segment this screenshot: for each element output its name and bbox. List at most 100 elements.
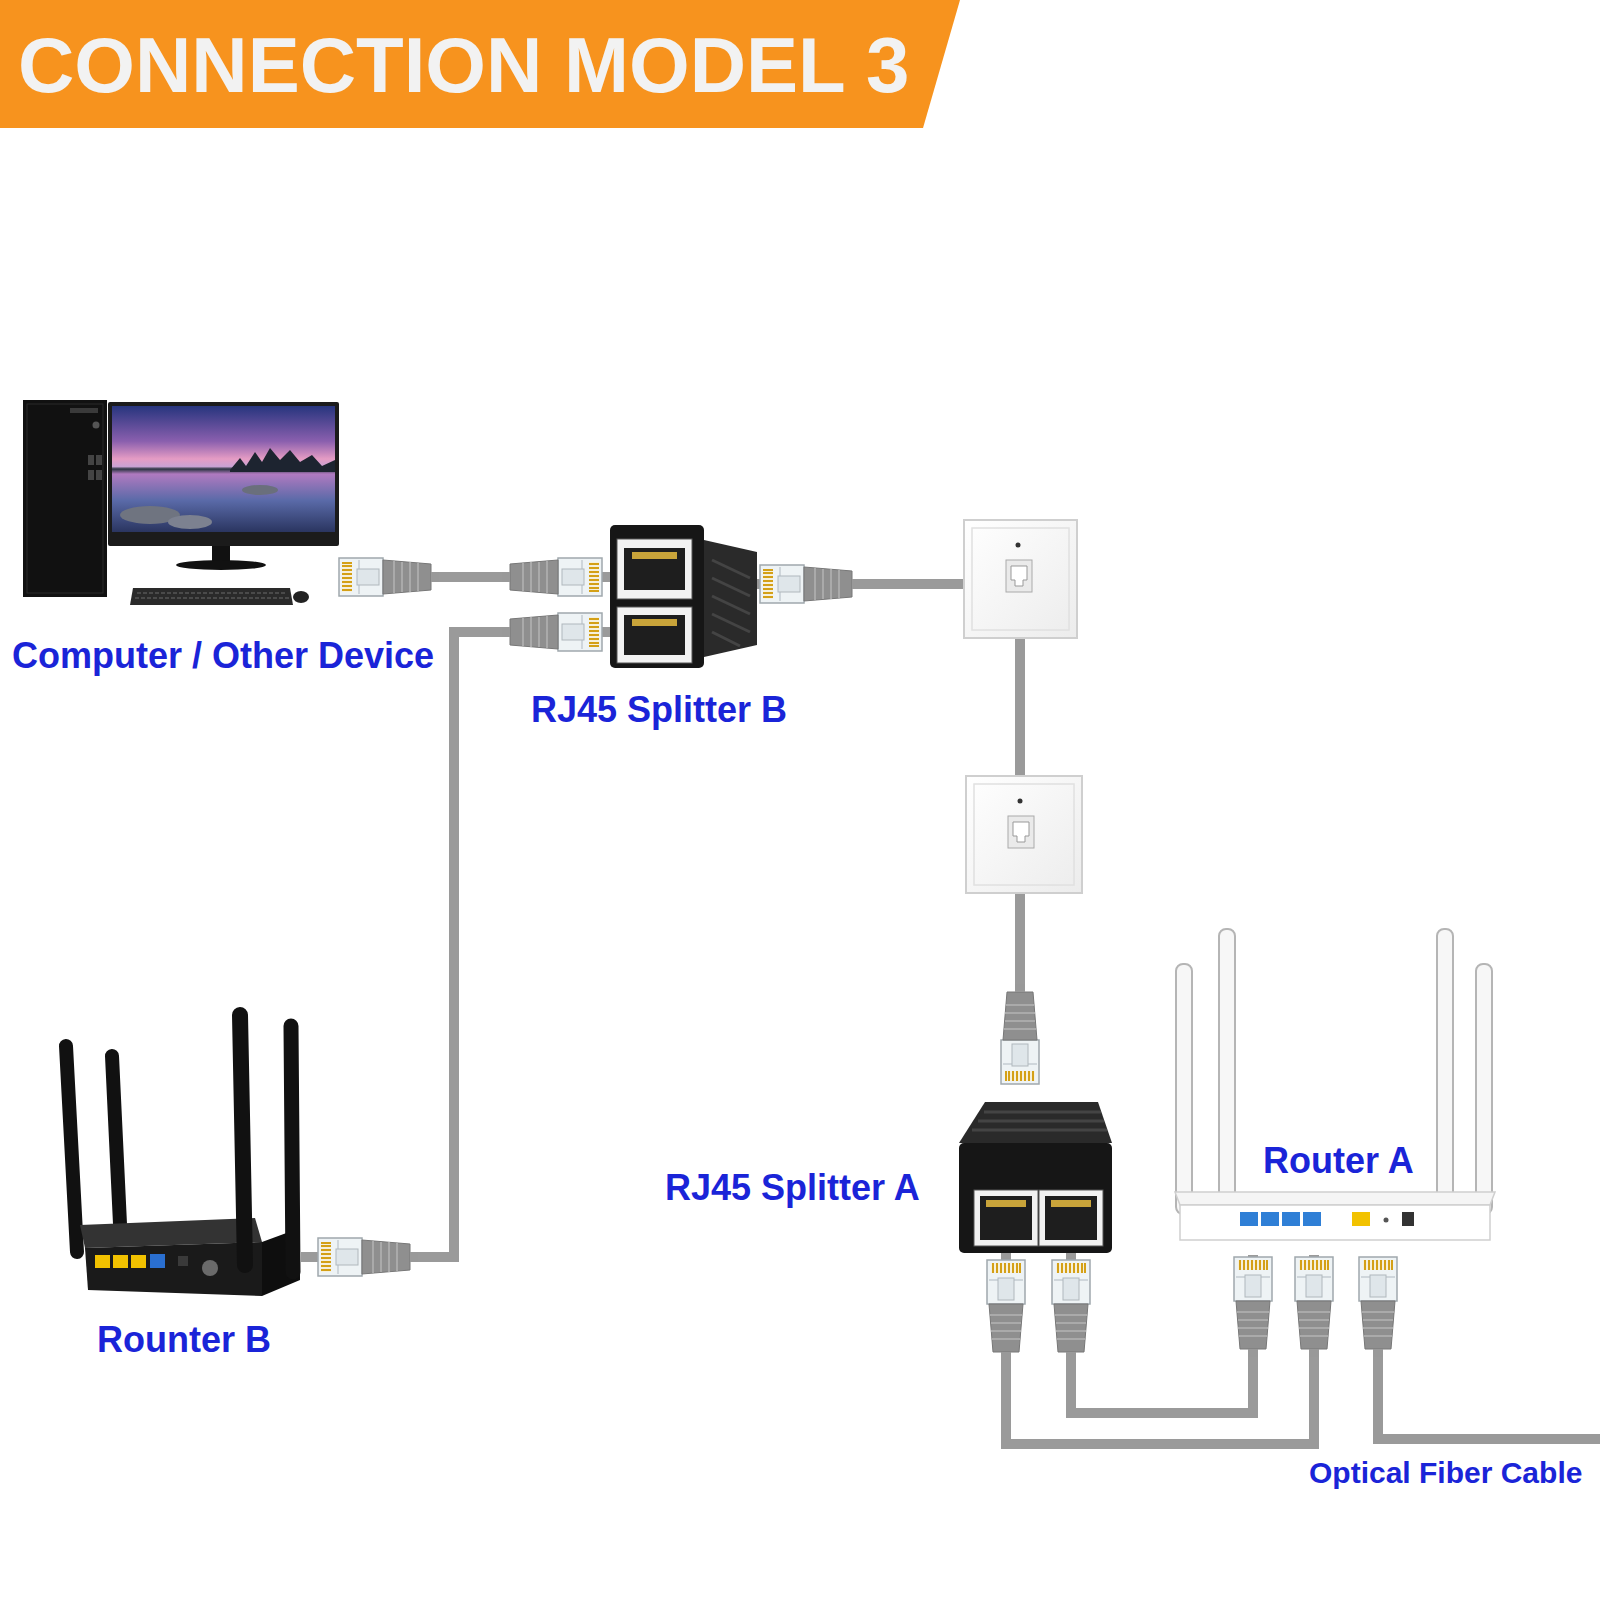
wall-plate <box>1006 560 1032 592</box>
splitter-a-illustration <box>959 1102 1112 1143</box>
splitter-b-illustration <box>712 614 750 632</box>
splitter-a-illustration <box>959 1143 1112 1253</box>
splitter-b-illustration <box>712 578 750 596</box>
router-b-illustration <box>66 1015 300 1296</box>
computer-illustration <box>96 470 102 480</box>
wall-plate <box>1018 799 1023 804</box>
splitter-a-illustration <box>974 1190 1038 1246</box>
ethernet-cable <box>1071 1253 1253 1413</box>
splitter-a-illustration <box>972 1129 1107 1132</box>
cable-label: Optical Fiber Cable <box>1309 1458 1582 1488</box>
rj45-plug <box>502 613 602 651</box>
router-a-illustration <box>1176 964 1192 1214</box>
title-banner <box>0 0 960 128</box>
wall-plate <box>1013 822 1029 842</box>
device-label: Computer / Other Device <box>12 638 434 674</box>
router-a-illustration <box>1261 1212 1279 1226</box>
wall-plate <box>964 520 1077 638</box>
splitter-b-illustration <box>610 525 704 668</box>
computer-illustration <box>108 402 339 546</box>
router-b-illustration <box>66 1046 77 1252</box>
computer-illustration <box>242 485 278 495</box>
computer-illustration <box>176 560 266 570</box>
splitter-a-illustration <box>980 1196 1032 1240</box>
computer-illustration <box>27 404 103 593</box>
computer-illustration <box>96 455 102 465</box>
router-b-illustration <box>291 1026 293 1272</box>
router-b-illustration <box>95 1255 110 1268</box>
ethernet-cable <box>1006 1253 1314 1444</box>
router-a-illustration <box>1384 1218 1389 1223</box>
rj45-plug <box>318 1238 418 1276</box>
rj45-plug <box>1359 1257 1397 1357</box>
router-b-illustration <box>131 1255 146 1268</box>
computer-illustration <box>112 406 335 532</box>
rj45-plug <box>1052 1260 1090 1360</box>
router-a-illustration <box>1219 929 1235 1204</box>
computer-illustration <box>230 448 335 472</box>
computer-illustration <box>137 592 287 594</box>
router-b-illustration <box>113 1255 128 1268</box>
fiber-cable <box>1378 1352 1600 1439</box>
router-b-illustration <box>178 1256 188 1266</box>
router-a-illustration <box>1437 929 1453 1204</box>
splitter-node: RJ45 Splitter A <box>959 1084 1112 1253</box>
router-b-illustration <box>85 1242 262 1296</box>
rj45-plug <box>1234 1257 1272 1357</box>
title-banner <box>0 0 960 128</box>
rj45-plug <box>339 558 439 596</box>
computer-illustration <box>70 408 98 413</box>
router-a-illustration <box>1175 1192 1495 1205</box>
splitter-b-illustration <box>704 540 757 657</box>
router-a-illustration <box>1282 1212 1300 1226</box>
computer-illustration <box>88 455 94 465</box>
splitter-b-illustration <box>610 525 757 668</box>
router-node: Router A <box>1173 929 1495 1255</box>
splitter-b-illustration <box>632 552 677 559</box>
computer-illustration <box>135 597 289 599</box>
router-node: Rounter B <box>61 1010 301 1306</box>
router-a-illustration <box>1352 1212 1370 1226</box>
splitter-b-illustration <box>617 607 692 663</box>
splitter-a-illustration <box>984 1111 1101 1114</box>
router-a-illustration <box>1476 964 1492 1214</box>
computer-illustration <box>293 591 309 603</box>
splitter-a-illustration <box>959 1102 1112 1253</box>
computer-illustration <box>93 422 100 429</box>
splitter-b-illustration <box>617 539 692 599</box>
splitter-b-illustration <box>624 548 685 590</box>
wall-plate <box>964 520 1077 638</box>
rj45-plugs <box>318 558 1397 1360</box>
splitter-b-illustration <box>712 596 750 614</box>
router-b-illustration <box>240 1015 245 1265</box>
router-a-illustration <box>1240 1212 1258 1226</box>
wall-plate <box>966 776 1082 893</box>
computer-illustration <box>23 400 339 605</box>
splitter-b-illustration <box>624 615 685 655</box>
wall-plate <box>1011 566 1027 586</box>
splitter-a-illustration <box>986 1200 1026 1207</box>
fiber-cable <box>1378 1352 1600 1439</box>
computer-illustration <box>212 546 230 562</box>
wall-plate <box>972 528 1069 630</box>
device-label: Rounter B <box>97 1322 271 1358</box>
rj45-plug <box>1295 1257 1333 1357</box>
splitter-b-illustration <box>632 619 677 626</box>
router-a-illustration <box>1303 1212 1321 1226</box>
wall-plate <box>1016 543 1021 548</box>
rj45-plug <box>987 1260 1025 1360</box>
router-b-illustration <box>202 1260 218 1276</box>
title-text: CONNECTION MODEL 3 <box>18 26 909 104</box>
splitter-node: RJ45 Splitter B <box>610 525 757 668</box>
router-a-illustration <box>1402 1212 1414 1226</box>
router-b-illustration <box>150 1254 165 1268</box>
splitter-b-illustration <box>712 560 750 578</box>
wall-plate <box>966 776 1082 893</box>
computer-illustration <box>23 400 107 597</box>
device-label: Router A <box>1263 1143 1414 1179</box>
